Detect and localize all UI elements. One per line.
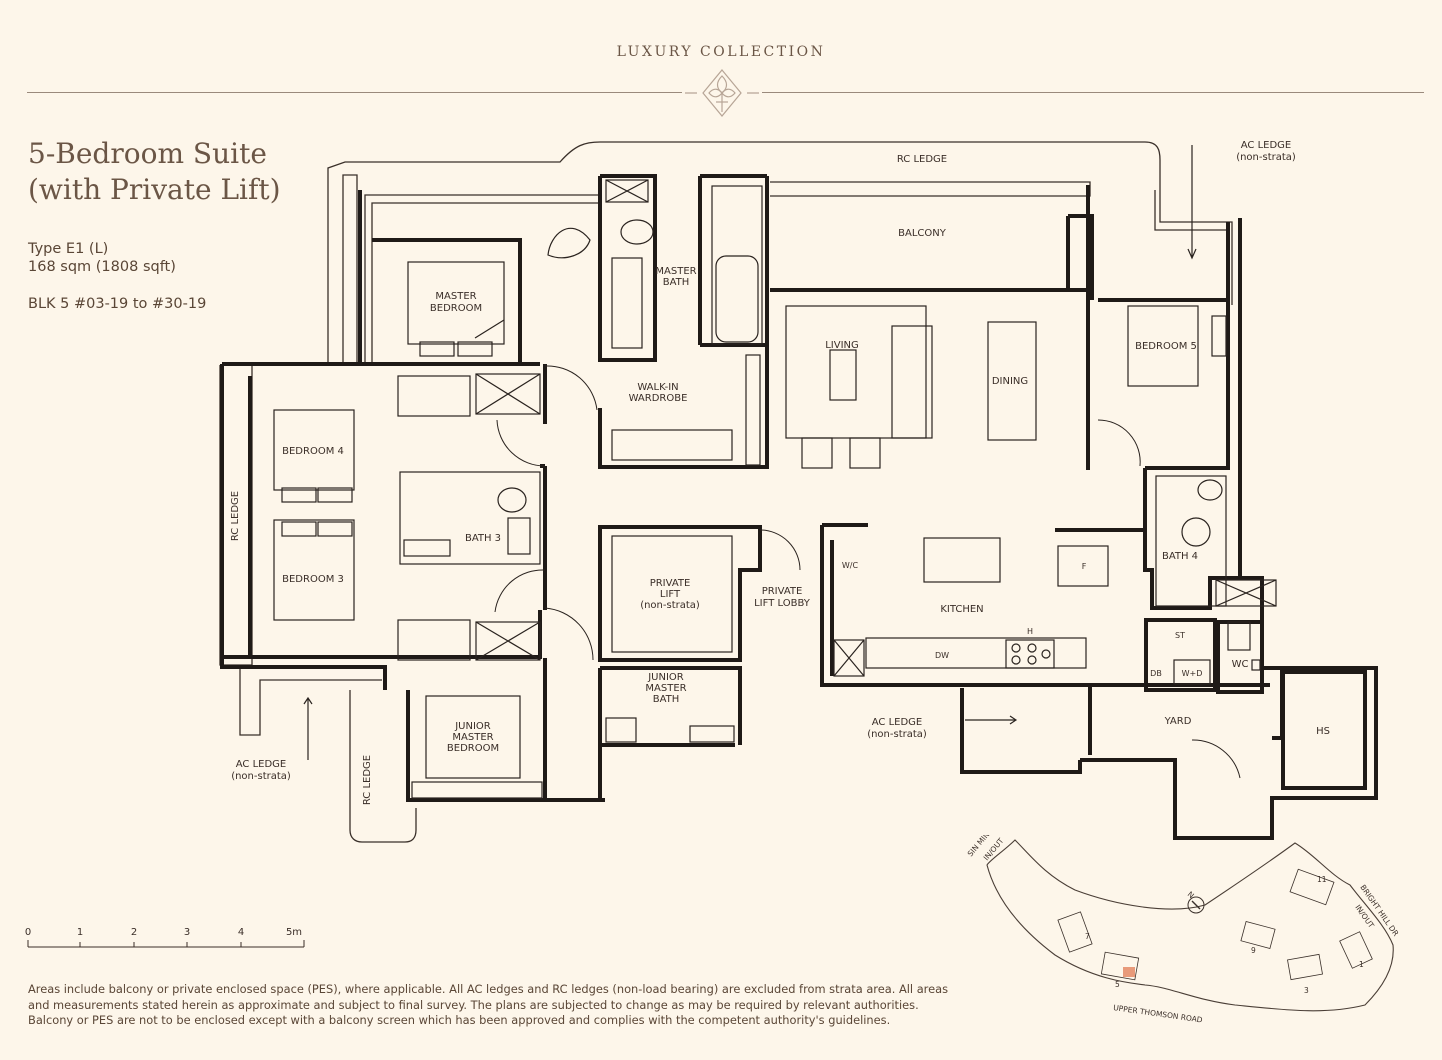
bedroom5-label: BEDROOM 5 [1135, 341, 1197, 352]
unit-area: 168 sqm (1808 sqft) [28, 259, 176, 275]
disclaimer-line3: Balcony or PES are not to be enclosed ex… [28, 1013, 891, 1027]
unit-title-line1: 5-Bedroom Suite [28, 137, 267, 170]
jm-bedroom-label-3: BEDROOM [447, 743, 499, 754]
unit-title-line2: (with Private Lift) [28, 173, 281, 206]
brand-title: LUXURY COLLECTION [616, 44, 826, 60]
ac-ledge-top-note: (non-strata) [1236, 152, 1296, 163]
unit-type: Type E1 (L) [28, 241, 109, 257]
scale-tick-3: 3 [184, 927, 190, 938]
jm-bath-label-1: JUNIOR [647, 672, 684, 683]
wc-small-label: W/C [842, 561, 859, 570]
walkin-label-2: WARDROBE [629, 393, 688, 404]
ac-ledge-top-label: AC LEDGE [1241, 140, 1291, 151]
yard-label: YARD [1164, 716, 1192, 727]
site-block-1: 1 [1359, 960, 1364, 969]
site-block-9: 9 [1251, 946, 1256, 955]
store-label: ST [1175, 631, 1185, 640]
unit-title: 5-Bedroom Suite (with Private Lift) [28, 136, 281, 208]
master-bath-label-2: BATH [663, 277, 690, 288]
walkin-label-1: WALK-IN [637, 382, 678, 393]
bath3-label: BATH 3 [465, 533, 501, 544]
scale-tick-5: 5m [286, 927, 302, 938]
site-blocks [1057, 868, 1373, 981]
north-arrow-icon [1191, 900, 1201, 910]
crest-icon [685, 69, 759, 117]
jm-bath-label-2: MASTER [645, 683, 686, 694]
master-bedroom-label-1: MASTER [435, 291, 476, 302]
walls [220, 174, 1378, 840]
db-label: DB [1150, 669, 1162, 678]
site-boundary [986, 839, 1394, 1012]
rc-ledge-top-label: RC LEDGE [897, 154, 947, 165]
wc-label: WC [1232, 659, 1249, 670]
ac-ledge-left-label: AC LEDGE [236, 759, 286, 770]
fridge-label: F [1082, 562, 1087, 571]
scale-tick-0: 0 [25, 927, 31, 938]
master-bedroom-label-2: BEDROOM [430, 303, 482, 314]
hob-label: H [1027, 627, 1033, 636]
lift-lobby-label-1: PRIVATE [762, 586, 803, 597]
washer-label: W+D [1182, 669, 1203, 678]
scale-tick-1: 1 [77, 927, 83, 938]
site-road-bottom: UPPER THOMSON ROAD [1113, 1003, 1204, 1024]
header-rule-right [762, 92, 1424, 93]
site-block-5: 5 [1115, 980, 1120, 989]
dishwasher-label: DW [935, 651, 949, 660]
scale-tick-4: 4 [238, 927, 244, 938]
balcony-label: BALCONY [898, 228, 947, 239]
jm-bath-label-3: BATH [653, 694, 680, 705]
bedroom3-label: BEDROOM 3 [282, 574, 344, 585]
jm-bedroom-label-1: JUNIOR [454, 721, 491, 732]
private-lift-label-1: PRIVATE [650, 578, 691, 589]
disclaimer-line1: Areas include balcony or private enclose… [28, 982, 949, 996]
header-rule-left [27, 92, 682, 93]
private-lift-label-2: LIFT [660, 589, 681, 600]
jm-bedroom-label-2: MASTER [452, 732, 493, 743]
scale-bar: 0 1 2 3 4 5m [25, 927, 305, 948]
rc-ledge-bottom-label: RC LEDGE [362, 755, 373, 805]
site-block-7: 7 [1085, 932, 1090, 941]
disclaimer-line2: and measurements stated herein as approx… [28, 997, 919, 1012]
door-swings [494, 365, 1241, 779]
ac-ledge-mid-note: (non-strata) [867, 729, 927, 740]
site-plan: SIN MING AVE IN/OUT BRIGHT HILL DR IN/OU… [966, 835, 1401, 1025]
bath4-label: BATH 4 [1162, 551, 1198, 562]
dining-label: DINING [992, 376, 1028, 387]
site-block-11: 11 [1317, 875, 1327, 884]
unit-location-highlight [1123, 967, 1135, 977]
bedroom4-label: BEDROOM 4 [282, 446, 344, 457]
fixtures [273, 145, 1277, 799]
hs-label: HS [1316, 726, 1330, 737]
private-lift-label-3: (non-strata) [640, 600, 700, 611]
site-block-3: 3 [1304, 986, 1309, 995]
room-labels: RC LEDGE AC LEDGE (non-strata) BALCONY M… [230, 140, 1330, 805]
ac-ledge-mid-label: AC LEDGE [872, 717, 922, 728]
ac-ledge-left-note: (non-strata) [231, 771, 291, 782]
site-north-label: N [1186, 890, 1196, 901]
disclaimer: Areas include balcony or private enclose… [28, 982, 1048, 1029]
scale-tick-2: 2 [131, 927, 137, 938]
master-bath-label-1: MASTER [655, 266, 696, 277]
living-label: LIVING [825, 340, 859, 351]
north-compass-icon [1187, 896, 1205, 914]
lift-lobby-label-2: LIFT LOBBY [754, 598, 811, 609]
kitchen-label: KITCHEN [940, 604, 983, 615]
rc-ledge-left-label: RC LEDGE [230, 491, 241, 541]
ledge-outlines [219, 141, 1233, 843]
unit-blocks: BLK 5 #03-19 to #30-19 [28, 296, 207, 312]
